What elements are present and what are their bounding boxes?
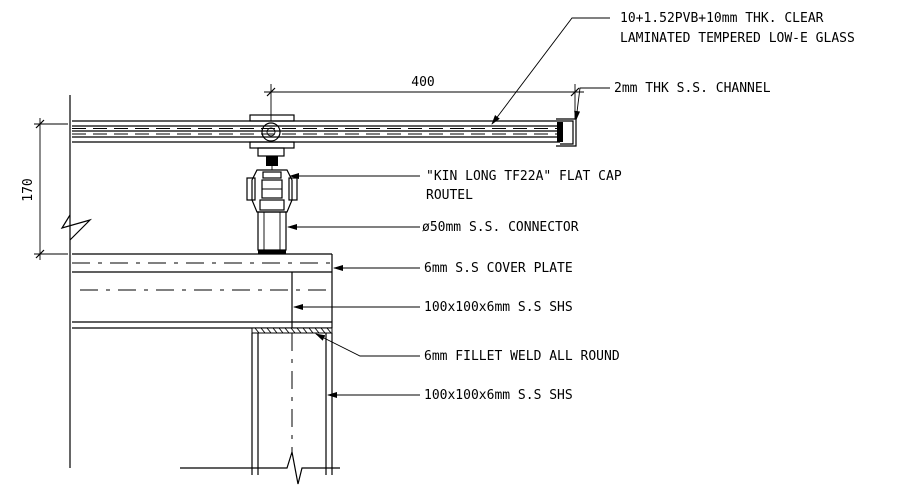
dimension-400: 400 <box>264 75 584 121</box>
lower-shs <box>180 333 340 485</box>
connector-label: ø50mm S.S. CONNECTOR <box>422 220 579 235</box>
ss-channel <box>556 118 577 147</box>
glass-label-line1: 10+1.52PVB+10mm THK. CLEAR <box>620 11 824 26</box>
dimension-vertical-text: 170 <box>21 178 36 201</box>
cover-plate <box>72 253 333 328</box>
ss-connector <box>257 211 287 254</box>
glass-panel <box>72 120 560 143</box>
glass-label-line2: LAMINATED TEMPERED LOW-E GLASS <box>620 31 855 46</box>
leader-lines <box>287 17 610 398</box>
routel-label-line2: ROUTEL <box>426 188 473 203</box>
lower-shs-label: 100x100x6mm S.S SHS <box>424 388 573 403</box>
upper-shs-label: 100x100x6mm S.S SHS <box>424 300 573 315</box>
weld-label: 6mm FILLET WELD ALL ROUND <box>424 349 620 364</box>
cover-plate-label: 6mm S.S COVER PLATE <box>424 261 573 276</box>
routel-fitting <box>246 114 298 213</box>
fillet-weld <box>251 327 333 334</box>
dimension-170: 170 <box>21 118 93 260</box>
routel-label-line1: "KIN LONG TF22A" FLAT CAP <box>426 169 622 184</box>
dimension-horizontal-text: 400 <box>411 75 434 90</box>
channel-label: 2mm THK S.S. CHANNEL <box>614 81 771 96</box>
upper-shs <box>72 272 332 329</box>
